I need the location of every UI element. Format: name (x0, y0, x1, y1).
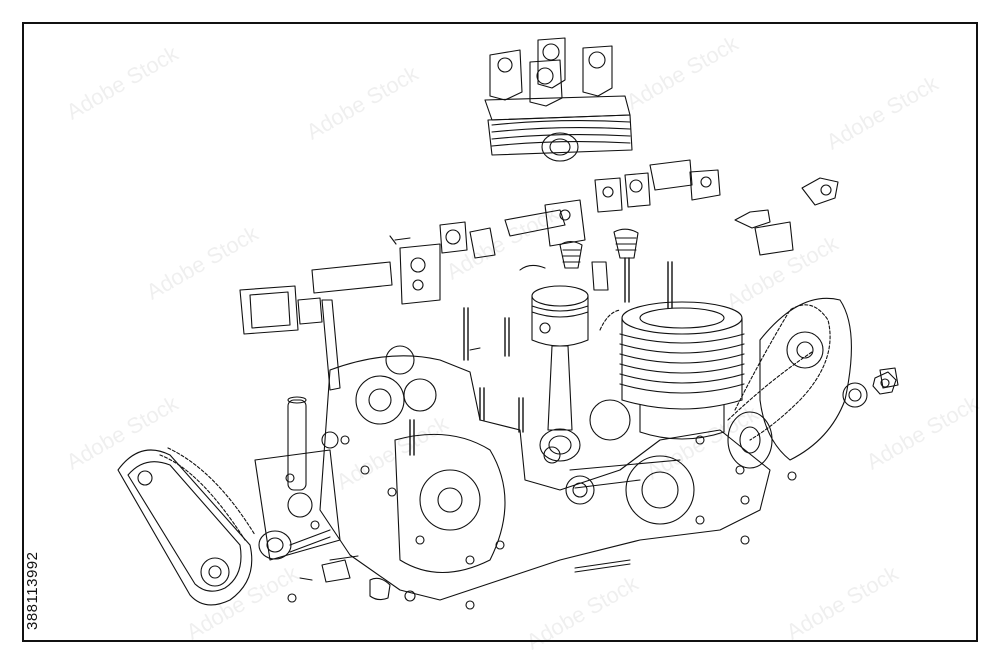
pushrods (409, 257, 673, 456)
piston (531, 285, 589, 347)
gearbox (254, 449, 341, 561)
carburetor (239, 285, 323, 335)
timing-chain-cover (727, 297, 852, 469)
connecting-rod (539, 345, 581, 462)
valves (519, 228, 639, 291)
primary-chain-cover (117, 447, 256, 606)
cylinder-barrel (619, 301, 745, 440)
primary-chain-upper (599, 309, 621, 331)
kickstart-lever (311, 261, 393, 449)
clutch-assembly (258, 529, 331, 560)
rocker-brackets (399, 159, 721, 305)
spark-plug (734, 177, 839, 256)
nuts-and-bolts (287, 235, 897, 610)
shock-tube (287, 396, 307, 491)
cylinder-head (484, 37, 633, 162)
sprocket (842, 367, 899, 408)
crankcase (319, 345, 771, 601)
drawing-frame (22, 22, 978, 642)
